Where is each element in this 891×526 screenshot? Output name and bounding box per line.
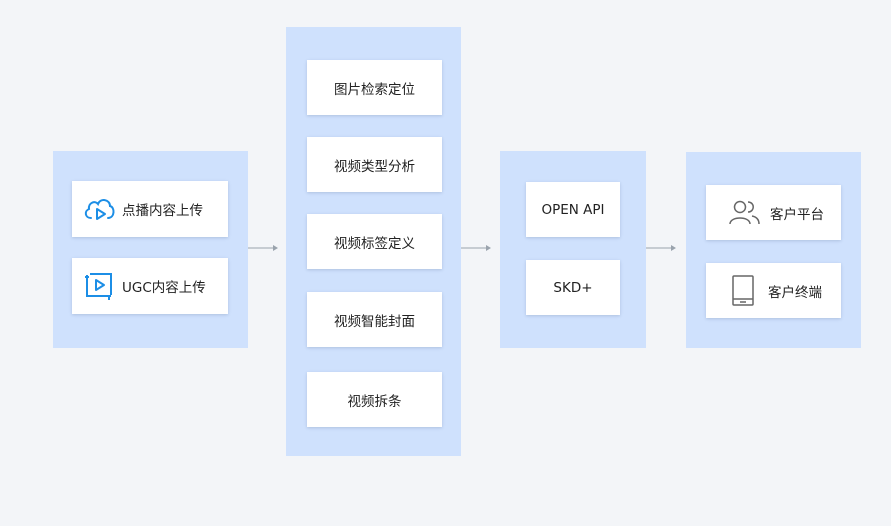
api-column: OPEN API SKD+ — [500, 151, 646, 348]
video-type-label: 视频类型分析 — [334, 158, 415, 175]
sdk-card[interactable]: SKD+ — [526, 260, 620, 315]
client-platform-card[interactable]: 客户平台 — [706, 185, 841, 240]
arrow-right-icon — [248, 245, 278, 251]
tablet-icon — [730, 274, 756, 307]
smart-cover-label: 视频智能封面 — [334, 313, 415, 330]
input-column: 点播内容上传 UGC内容上传 — [53, 151, 248, 348]
sdk-label: SKD+ — [553, 279, 593, 296]
client-terminal-label: 客户终端 — [768, 284, 822, 301]
arrow-right-icon — [461, 245, 491, 251]
vod-upload-label: 点播内容上传 — [122, 203, 203, 219]
ugc-upload-label: UGC内容上传 — [122, 280, 206, 296]
open-api-card[interactable]: OPEN API — [526, 182, 620, 237]
video-split-card[interactable]: 视频拆条 — [307, 372, 442, 427]
ugc-upload-card[interactable]: UGC内容上传 — [72, 258, 228, 314]
users-icon — [728, 199, 762, 227]
arrow-right-icon — [646, 245, 676, 251]
video-tag-card[interactable]: 视频标签定义 — [307, 214, 442, 269]
cloud-play-icon — [82, 194, 116, 224]
client-terminal-card[interactable]: 客户终端 — [706, 263, 841, 318]
crop-play-icon — [84, 271, 116, 301]
processing-column: 图片检索定位 视频类型分析 视频标签定义 视频智能封面 视频拆条 — [286, 27, 461, 456]
open-api-label: OPEN API — [541, 201, 605, 218]
video-tag-label: 视频标签定义 — [334, 235, 415, 252]
vod-upload-card[interactable]: 点播内容上传 — [72, 181, 228, 237]
video-split-label: 视频拆条 — [347, 393, 402, 410]
image-search-card[interactable]: 图片检索定位 — [307, 60, 442, 115]
smart-cover-card[interactable]: 视频智能封面 — [307, 292, 442, 347]
client-column: 客户平台 客户终端 — [686, 152, 861, 348]
image-search-label: 图片检索定位 — [334, 81, 415, 98]
client-platform-label: 客户平台 — [770, 206, 824, 223]
video-type-card[interactable]: 视频类型分析 — [307, 137, 442, 192]
